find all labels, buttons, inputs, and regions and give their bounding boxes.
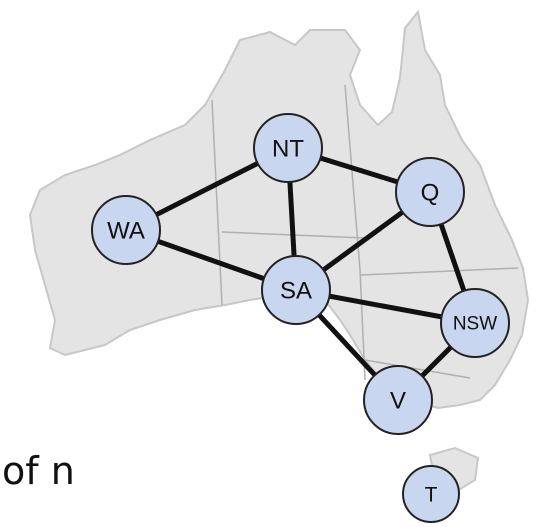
- node-circle-t: [402, 465, 460, 523]
- node-label-q: Q: [421, 180, 440, 207]
- node-nsw: NSW: [440, 288, 510, 358]
- node-circle-wa: [91, 195, 161, 265]
- node-v: V: [363, 365, 433, 435]
- node-circle-q: [395, 157, 465, 227]
- node-circle-sa: [261, 255, 331, 325]
- node-sa: SA: [261, 255, 331, 325]
- node-label-wa: WA: [107, 218, 145, 245]
- node-label-v: V: [390, 388, 406, 415]
- node-circle-nsw: [440, 288, 510, 358]
- node-q: Q: [395, 157, 465, 227]
- node-t: T: [402, 465, 460, 523]
- node-label-sa: SA: [280, 278, 312, 305]
- state-border: [364, 359, 471, 379]
- node-label-t: T: [425, 484, 438, 507]
- state-border: [344, 84, 361, 271]
- state-border: [359, 267, 519, 276]
- region-nodes: WA NT SA Q NSW V T: [91, 113, 510, 523]
- state-border: [211, 99, 223, 306]
- node-circle-nt: [253, 113, 323, 183]
- node-label-nt: NT: [272, 136, 304, 163]
- node-circle-v: [363, 365, 433, 435]
- caption-text: of n: [2, 449, 75, 493]
- node-label-nsw: NSW: [453, 314, 497, 335]
- node-wa: WA: [91, 195, 161, 265]
- node-nt: NT: [253, 113, 323, 183]
